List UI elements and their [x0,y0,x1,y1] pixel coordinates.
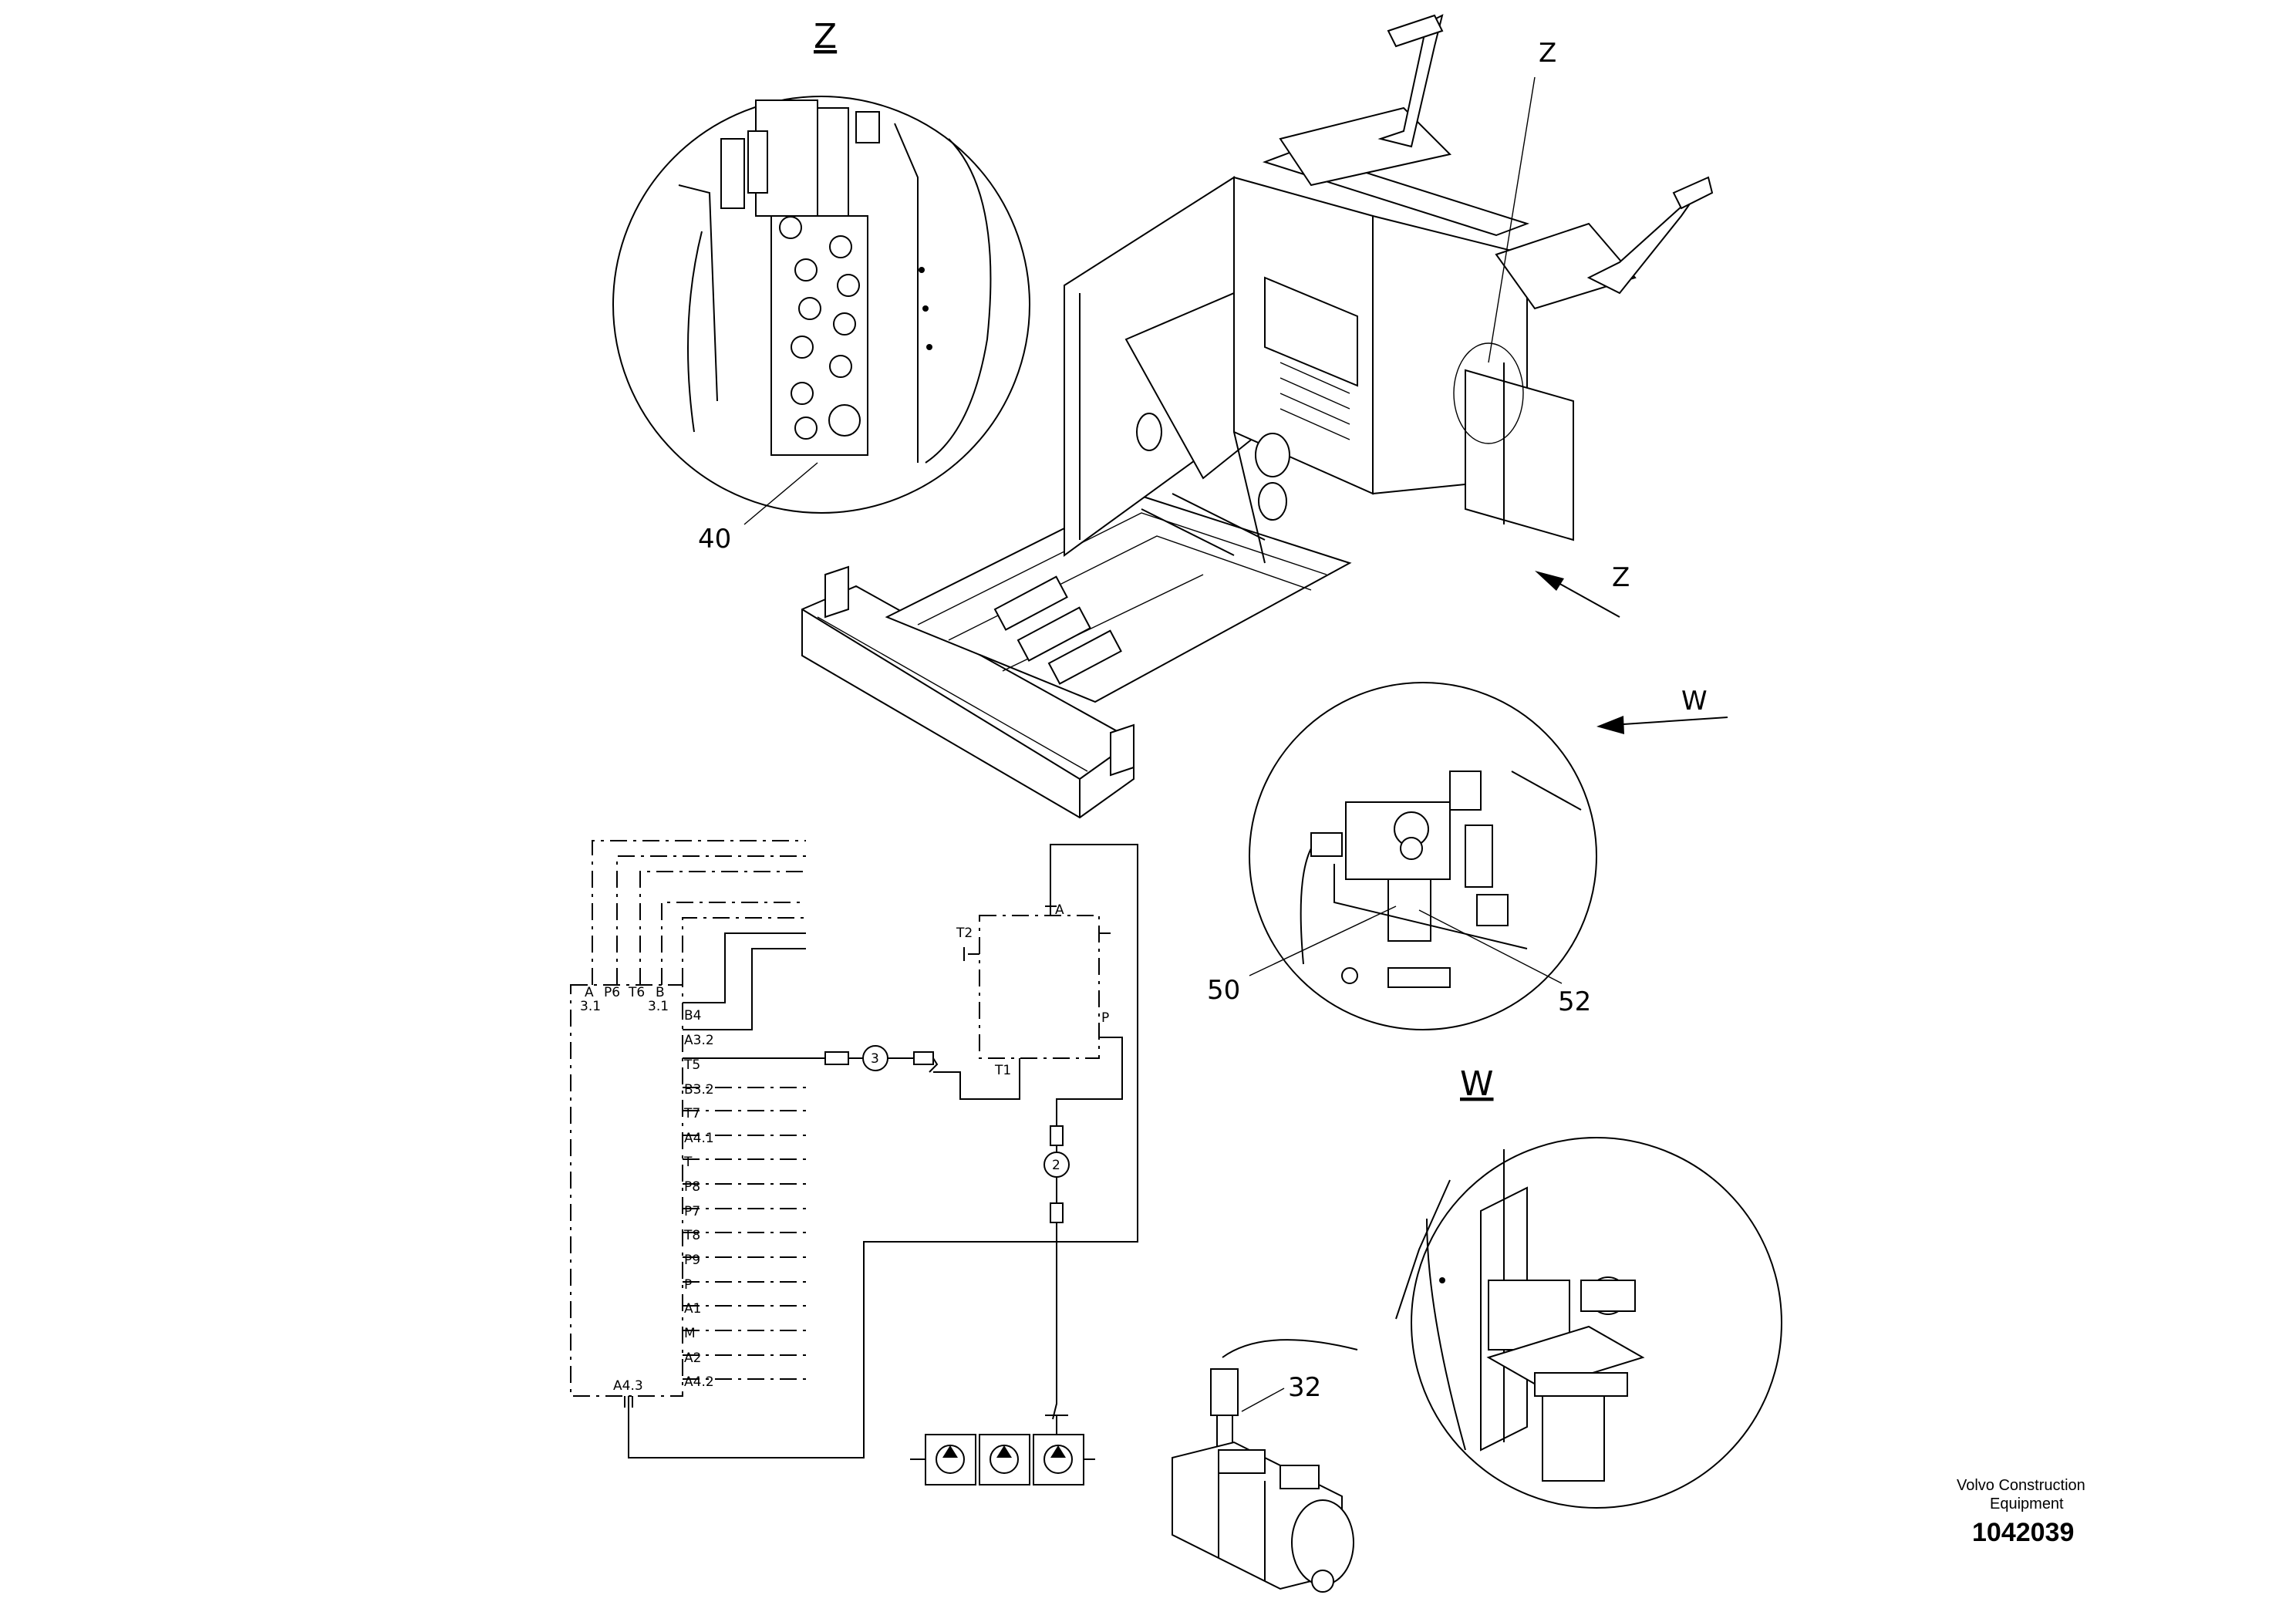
port-label: A3.2 [684,1033,714,1048]
port-label: B4 [684,1008,701,1023]
valve-port-a: A [1055,902,1064,918]
port-label-t6: T6 [628,985,645,1000]
view-title-z: Z [814,17,837,56]
view-arrow-label-w: W [1681,686,1708,717]
detail-view-w-upper [1249,682,1597,1030]
document-number: 1042039 [1972,1518,2074,1547]
valve-port-p: P [1101,1010,1109,1026]
hose-3-label: 3 [871,1051,879,1067]
port-label: T7 [683,1106,700,1121]
brand-line-2: Equipment [1990,1496,2064,1512]
hydraulic-pump-illustration [1172,1339,1358,1593]
port-label: P9 [684,1253,700,1268]
secondary-valve-block [979,915,1100,1059]
port-label: P7 [684,1204,700,1219]
callout-32: 32 [1288,1372,1321,1403]
view-title-w: W [1460,1064,1494,1104]
port-label: T8 [683,1228,700,1243]
port-label: P [684,1277,692,1293]
port-label-b: B [656,985,665,1000]
port-label: A4.2 [684,1374,714,1390]
main-valve-block [570,984,683,1397]
port-label-a43: A4.3 [613,1378,643,1394]
view-arrow-w [1596,716,1728,734]
callout-40: 40 [698,524,731,555]
view-arrow-z [1535,571,1620,618]
detail-view-z [612,96,1030,514]
port-label: A1 [684,1301,701,1317]
port-label: B3.2 [684,1082,714,1098]
port-label: T [683,1155,693,1170]
callout-50: 50 [1207,975,1240,1006]
valve-port-t2: T2 [956,926,973,941]
hose-2-label: 2 [1052,1158,1060,1173]
valve-port-t1: T1 [994,1063,1011,1078]
view-arrow-label-z: Z [1612,562,1630,593]
brand-line-1: Volvo Construction [1957,1477,2085,1494]
callout-52: 52 [1558,986,1591,1017]
port-label: A4.1 [684,1131,714,1146]
port-label-p6: P6 [604,985,620,1000]
port-label-a: A [585,985,594,1000]
hydraulic-schematic [570,840,1138,1485]
port-sub-a: 3.1 [580,999,601,1014]
view-pointer-label-z: Z [1539,38,1556,69]
port-label: P8 [684,1179,700,1195]
port-label: M [684,1326,696,1341]
port-label: A2 [684,1351,701,1366]
detail-view-w-lower [1395,1137,1782,1509]
machine-frame-illustration [801,14,1714,819]
port-label: T5 [683,1057,700,1073]
port-sub-b: 3.1 [648,999,669,1014]
